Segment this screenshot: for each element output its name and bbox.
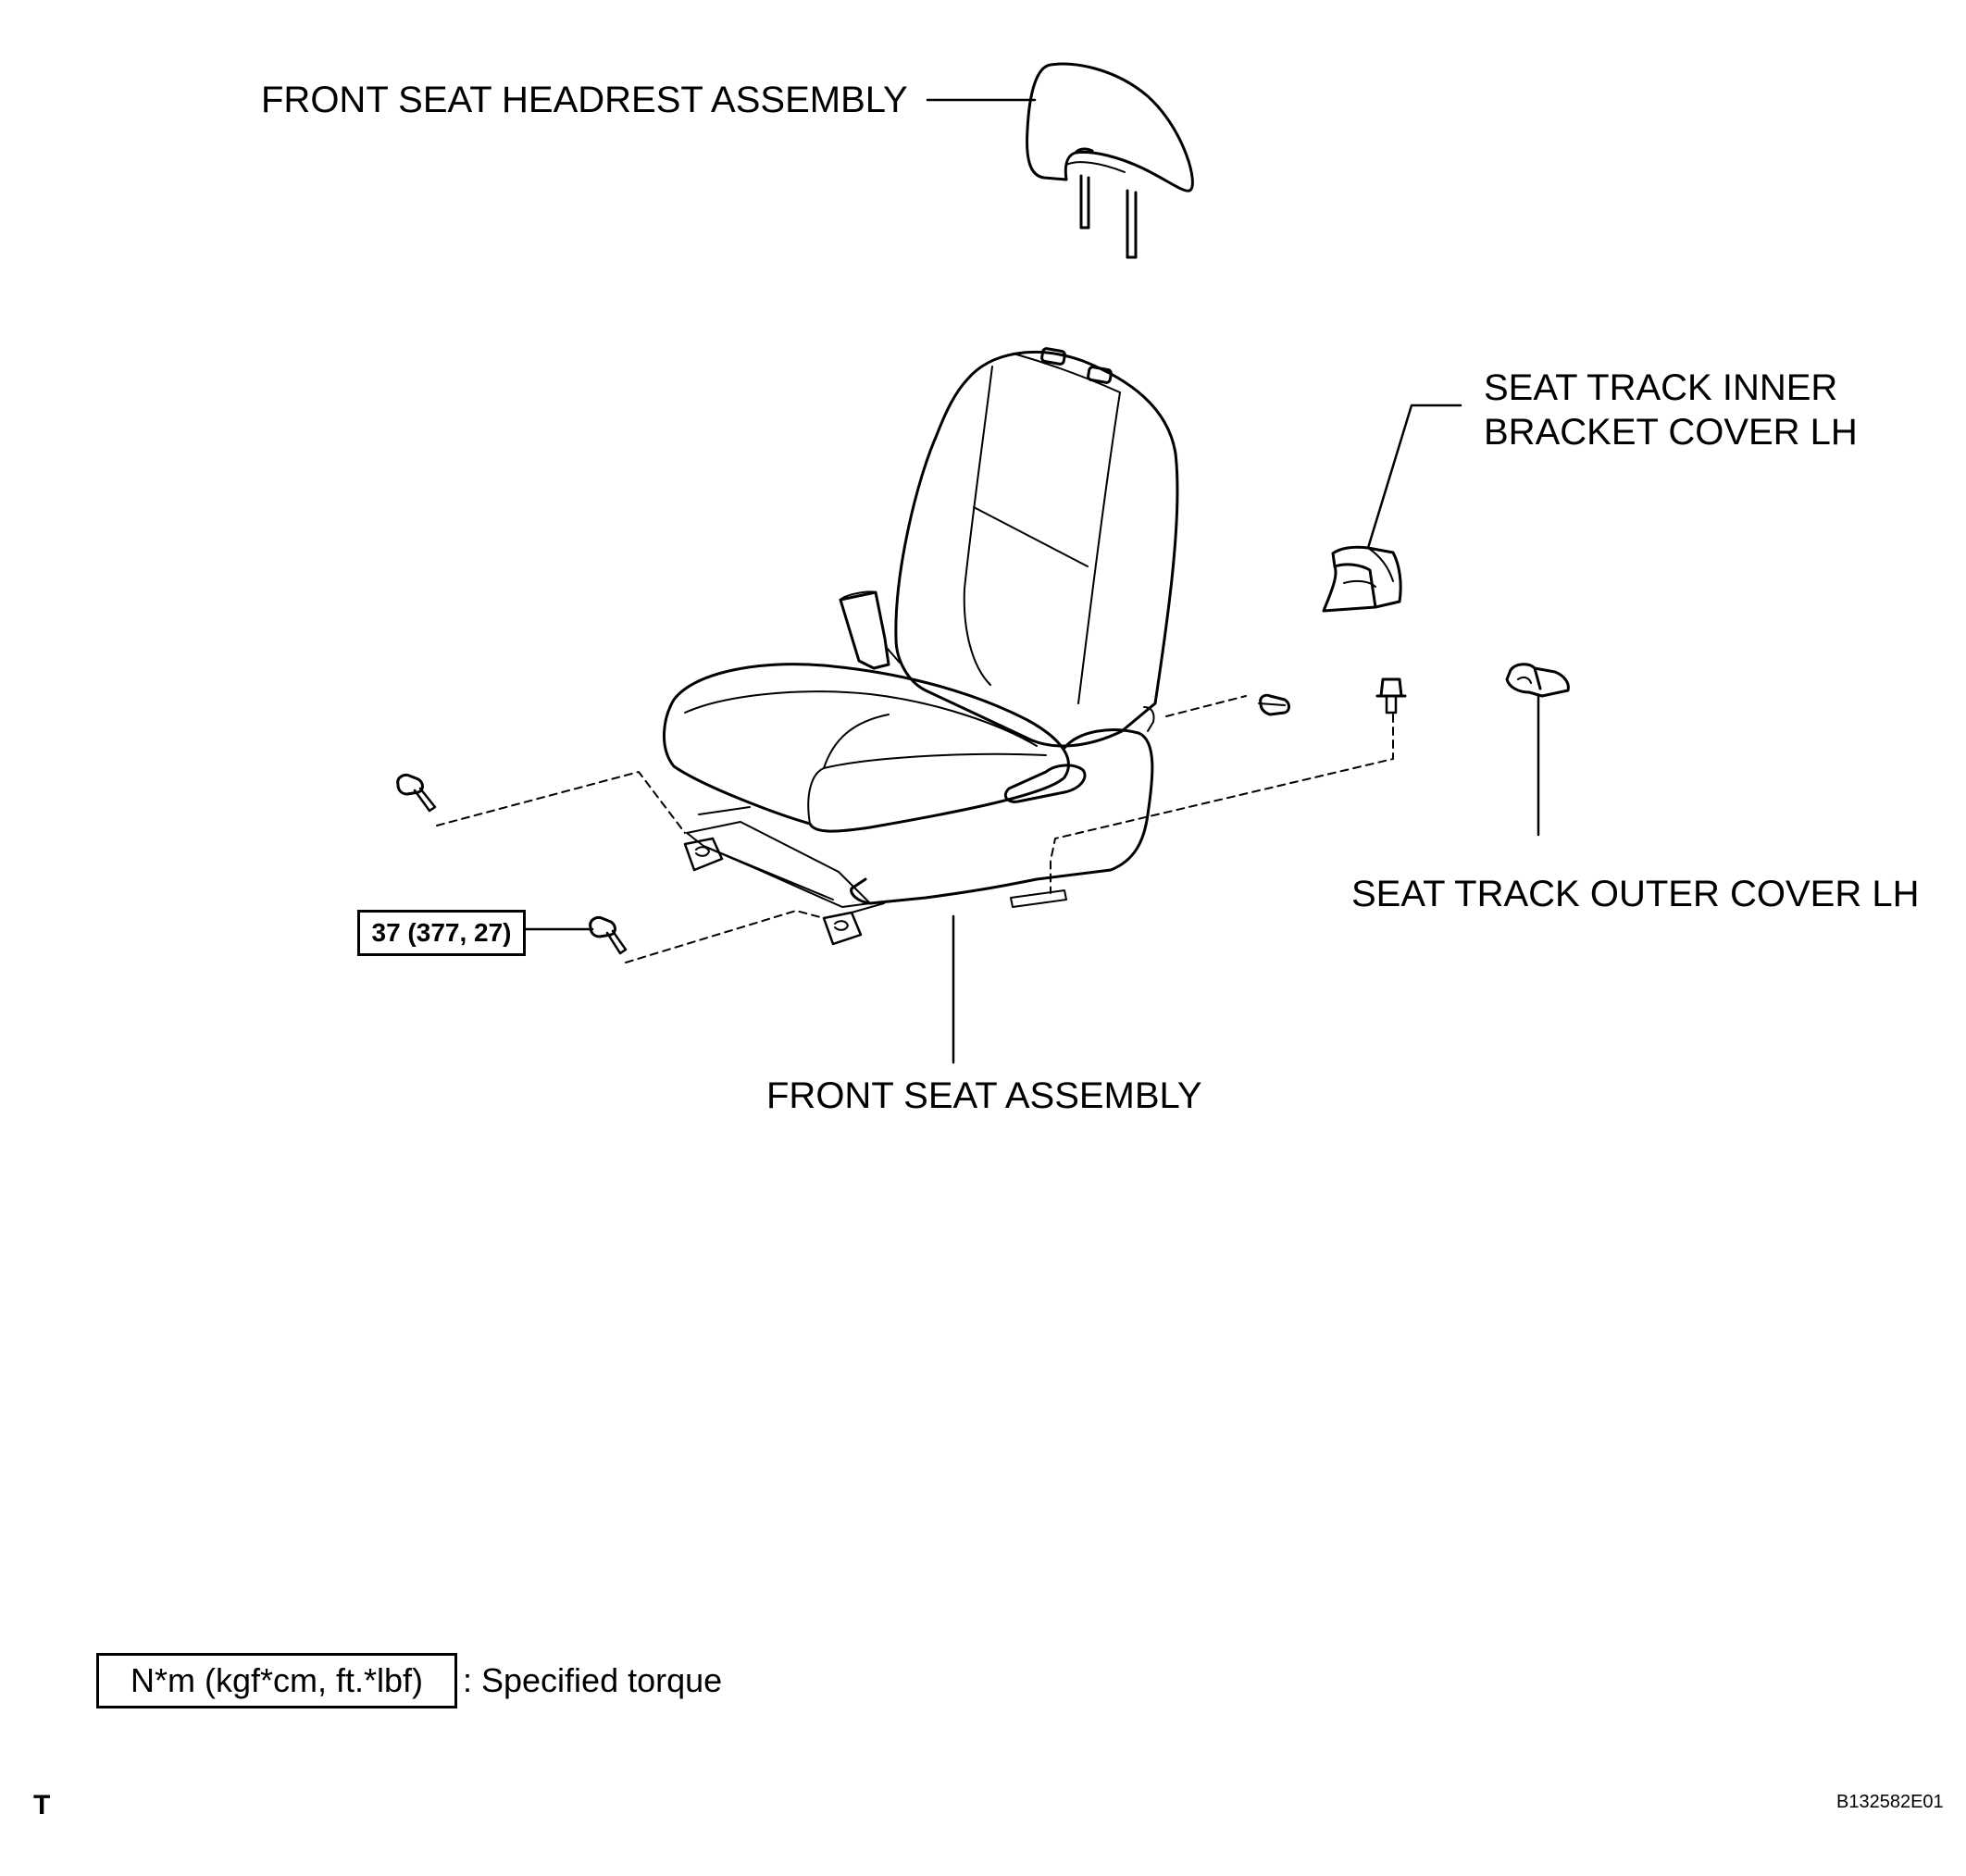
headrest-part <box>1026 62 1194 259</box>
legend-unit-box: N*m (kgf*cm, ft.*lbf) <box>96 1653 457 1708</box>
front-seat-part <box>663 347 1179 946</box>
inner-bracket-cover-label-line2: BRACKET COVER LH <box>1484 412 1858 453</box>
bolt-torque <box>589 916 628 955</box>
inner-bracket-cover-label: SEAT TRACK INNER BRACKET COVER LH <box>1484 366 1858 454</box>
inner-cover-leader-line <box>1366 404 1462 550</box>
corner-mark: T <box>33 1790 51 1820</box>
front-seat-label: FRONT SEAT ASSEMBLY <box>766 1075 1202 1116</box>
figure-code: B132582E01 <box>1836 1792 1944 1812</box>
legend-description: : Specified torque <box>463 1661 723 1699</box>
outer-cover-label: SEAT TRACK OUTER COVER LH <box>1351 874 1920 914</box>
bolt-front-left <box>396 774 437 813</box>
inner-bracket-cover-part <box>1322 545 1402 613</box>
bolt-rear-vertical <box>1375 677 1407 714</box>
inner-bracket-cover-label-line1: SEAT TRACK INNER <box>1484 367 1838 408</box>
headrest-label: FRONT SEAT HEADREST ASSEMBLY <box>261 80 908 120</box>
bolt-rear-top <box>1258 693 1290 716</box>
outer-cover-part <box>1505 663 1570 698</box>
torque-spec-box: 37 (377, 27) <box>357 910 526 956</box>
assembly-dashed-lines <box>436 695 1394 963</box>
